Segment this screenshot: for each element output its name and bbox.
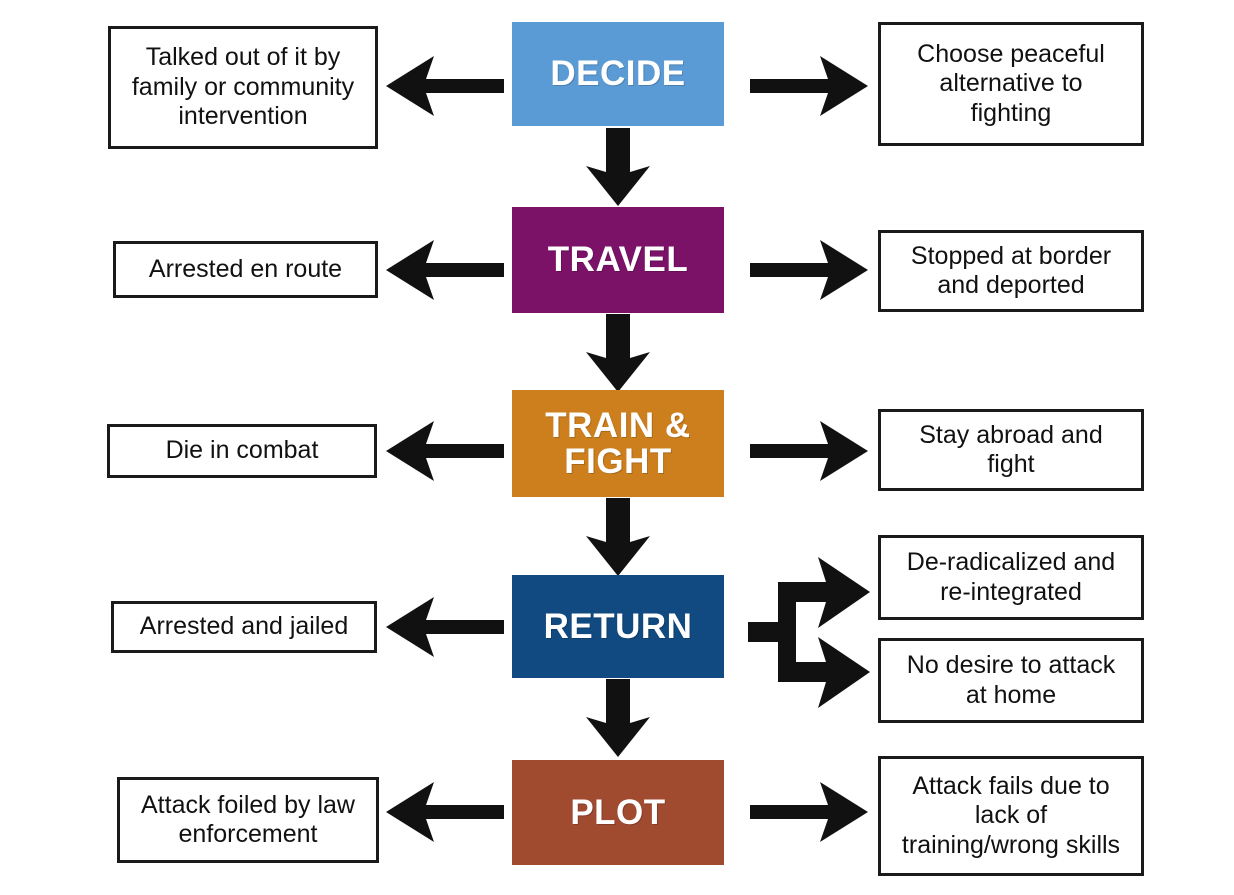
outcome-label: Choose peaceful alternative to fighting: [917, 39, 1105, 127]
down-arrow-decide-to-travel: [585, 128, 651, 206]
outcome-box-plot-right: Attack fails due to lack of training/wro…: [878, 756, 1144, 876]
outcome-box-return-right-b: No desire to attack at home: [878, 638, 1144, 723]
stage-box-plot: PLOT: [512, 760, 724, 865]
left-arrow-plot: [386, 781, 504, 843]
outcome-box-plot-left: Attack foiled by law enforcement: [117, 777, 379, 863]
stage-box-return: RETURN: [512, 575, 724, 678]
outcome-box-train-left: Die in combat: [107, 424, 377, 478]
outcome-box-return-right-a: De-radicalized and re-integrated: [878, 535, 1144, 620]
stage-box-travel: TRAVEL: [512, 207, 724, 313]
stage-label: TRAIN & FIGHT: [545, 405, 691, 481]
outcome-label: Talked out of it by family or community …: [131, 43, 355, 131]
stage-label: RETURN: [543, 606, 693, 646]
stage-label: TRAVEL: [547, 240, 689, 280]
outcome-label: Arrested en route: [148, 254, 343, 283]
right-arrow-plot: [750, 781, 868, 843]
down-arrow-travel-to-train: [585, 314, 651, 392]
left-arrow-travel: [386, 239, 504, 301]
outcome-label: Stopped at border and deported: [910, 241, 1112, 300]
down-arrow-train-to-return: [585, 498, 651, 576]
outcome-box-decide-left: Talked out of it by family or community …: [108, 26, 378, 149]
outcome-label: De-radicalized and re-integrated: [906, 548, 1116, 606]
outcome-label: Stay abroad and fight: [919, 420, 1103, 479]
forked-right-arrow-return: [748, 534, 878, 730]
down-arrow-return-to-plot: [585, 679, 651, 757]
outcome-label: No desire to attack at home: [906, 651, 1116, 709]
outcome-box-return-left: Arrested and jailed: [111, 601, 377, 653]
right-arrow-decide: [750, 55, 868, 117]
outcome-box-travel-left: Arrested en route: [113, 241, 378, 298]
left-arrow-decide: [386, 55, 504, 117]
stage-label: PLOT: [570, 792, 666, 832]
left-arrow-train: [386, 420, 504, 482]
stage-label: DECIDE: [550, 54, 686, 94]
right-arrow-travel: [750, 239, 868, 301]
outcome-label: Die in combat: [165, 436, 319, 465]
stage-box-train-fight: TRAIN & FIGHT: [512, 390, 724, 497]
left-arrow-return: [386, 596, 504, 658]
outcome-label: Arrested and jailed: [139, 612, 349, 641]
outcome-label: Attack fails due to lack of training/wro…: [901, 771, 1121, 859]
outcome-box-decide-right: Choose peaceful alternative to fighting: [878, 22, 1144, 146]
stage-box-decide: DECIDE: [512, 22, 724, 126]
right-arrow-train: [750, 420, 868, 482]
outcome-box-travel-right: Stopped at border and deported: [878, 230, 1144, 312]
outcome-box-train-right: Stay abroad and fight: [878, 409, 1144, 491]
outcome-label: Attack foiled by law enforcement: [141, 790, 355, 849]
